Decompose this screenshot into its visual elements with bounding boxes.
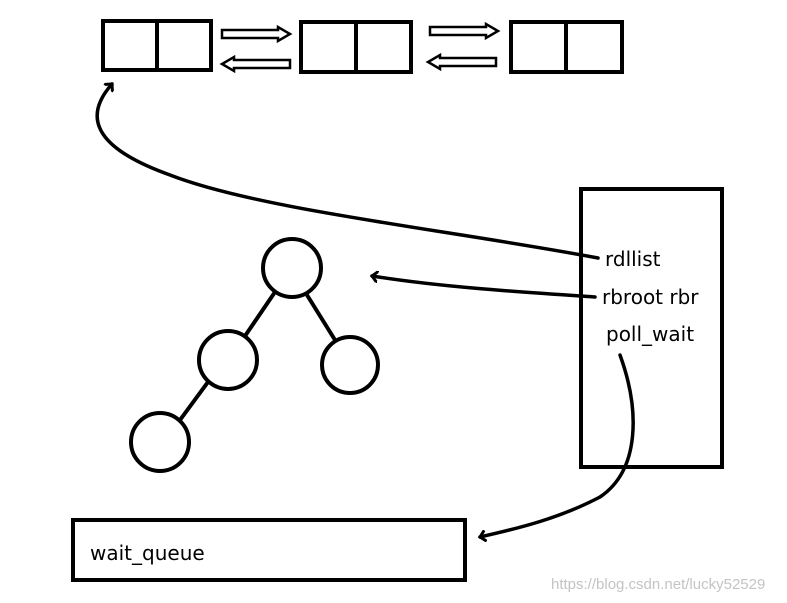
watermark: https://blog.csdn.net/lucky52529 (551, 576, 765, 593)
arrow-pollwait-to-queue (480, 353, 635, 537)
link-arrow-right (220, 24, 293, 44)
wait-queue-box: wait_queue (71, 518, 467, 582)
link-arrow-right (428, 21, 501, 41)
list-links (219, 21, 501, 74)
eventpoll-box: rdllist rbroot rbr poll_wait (579, 187, 724, 469)
arrow-rdllist-to-list (95, 82, 600, 260)
tree-node (261, 237, 323, 299)
field-rbroot: rbroot rbr (602, 285, 699, 309)
tree-node (129, 411, 191, 473)
arrow-rbr-to-tree (372, 276, 597, 299)
field-poll-wait: poll_wait (606, 322, 694, 346)
tree-edge (243, 290, 277, 338)
wait-queue-label: wait_queue (90, 541, 205, 565)
tree-node (197, 329, 259, 391)
list-node (299, 20, 413, 74)
link-arrow-left (425, 52, 498, 72)
field-rdllist: rdllist (605, 247, 661, 271)
tree-edge (305, 293, 337, 342)
connectors (95, 82, 635, 537)
rb-tree (129, 237, 380, 473)
list-node (509, 20, 624, 74)
list-node (101, 19, 213, 72)
link-arrow-left (219, 54, 292, 74)
linked-list (101, 19, 624, 74)
tree-edge (178, 380, 210, 422)
tree-node (320, 335, 380, 395)
